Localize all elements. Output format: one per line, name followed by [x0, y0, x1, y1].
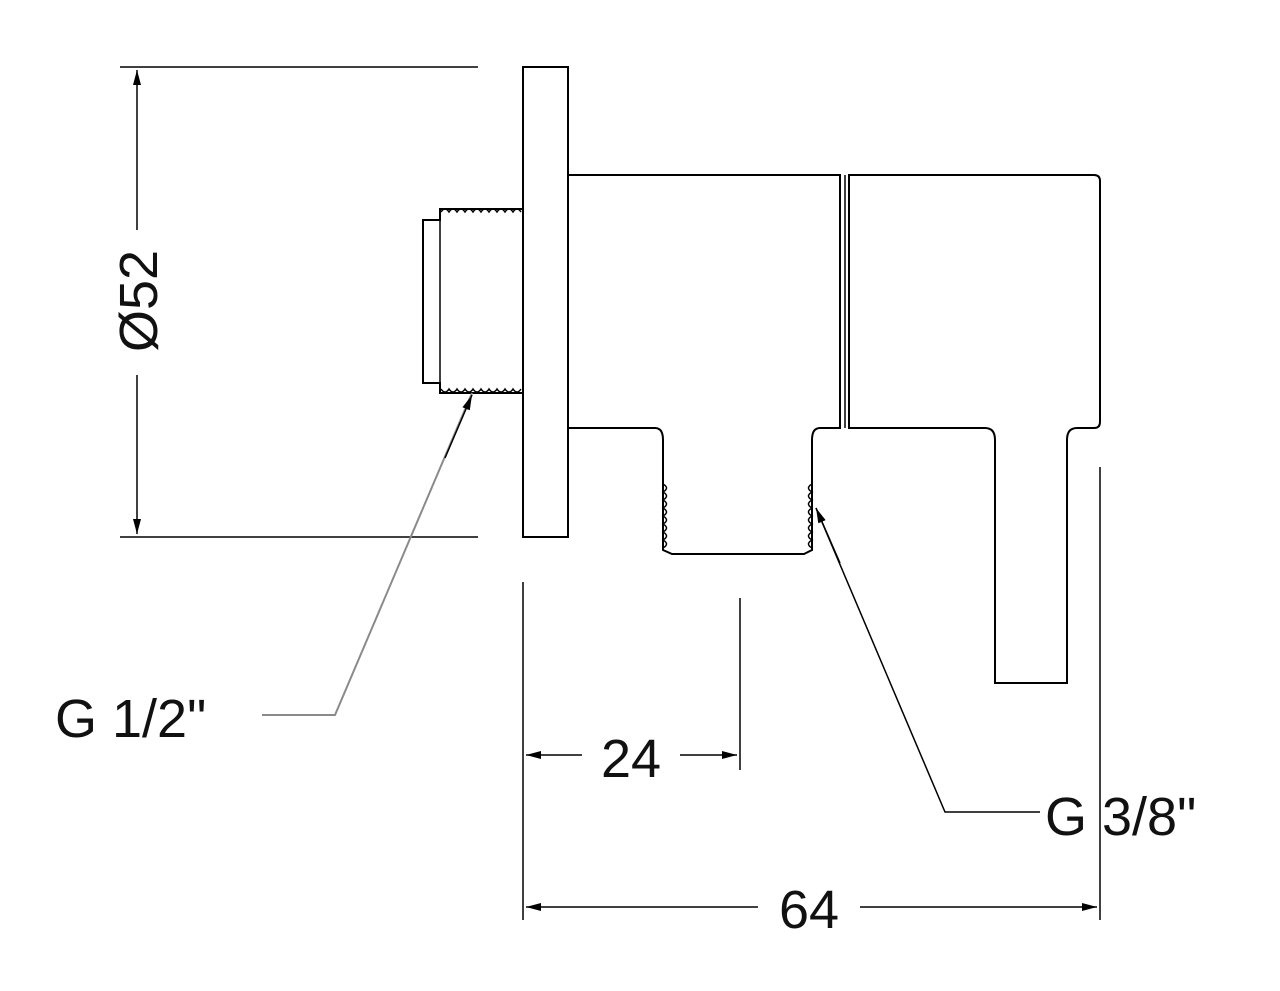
diameter-dimension: Ø52	[109, 66, 478, 538]
wall-flange	[522, 66, 569, 538]
handle	[848, 174, 1101, 684]
inlet-thread-bottom	[440, 387, 522, 393]
inlet-connector	[422, 208, 522, 394]
outlet-thread-left	[661, 483, 668, 549]
depth-label: 24	[601, 729, 661, 789]
inlet-thread-top	[440, 208, 522, 214]
outlet-thread-label: G 3/8"	[1045, 787, 1196, 847]
length-label: 64	[779, 880, 839, 940]
diameter-label: Ø52	[109, 250, 169, 352]
depth-dimension: 24	[522, 582, 741, 920]
inlet-thread-label: G 1/2"	[55, 689, 206, 749]
valve-body	[567, 174, 846, 471]
outlet-thread-right	[807, 483, 814, 549]
inlet-thread-callout: G 1/2"	[55, 392, 473, 749]
outlet-connector	[661, 469, 814, 555]
length-dimension: 64	[526, 467, 1101, 940]
outlet-thread-callout: G 3/8"	[815, 507, 1196, 847]
